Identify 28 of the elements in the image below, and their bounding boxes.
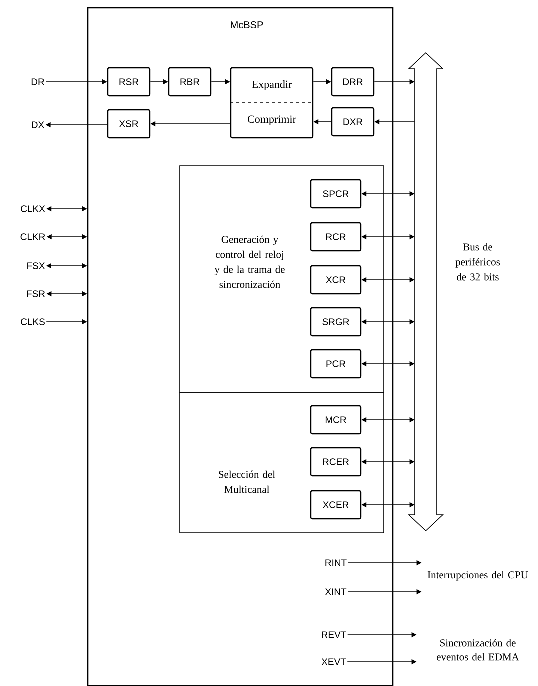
signal-label: RINT	[326, 560, 347, 566]
register-box: XCR	[310, 265, 362, 295]
register-box: MCR	[310, 405, 362, 435]
codec-box: Expandir Comprimir	[230, 67, 314, 139]
signal-label: DR	[32, 78, 44, 86]
register-box: XSR	[107, 109, 151, 139]
register-box: DXR	[331, 107, 375, 137]
register-box: PCR	[310, 349, 362, 379]
register-box: DRR	[331, 67, 375, 97]
signal-label: XINT	[325, 588, 347, 596]
signal-label: XEVT	[322, 658, 346, 666]
signal-label: CLKX	[21, 206, 46, 212]
register-box: XCER	[310, 490, 362, 520]
register-box: RCER	[310, 447, 362, 477]
signal-label: CLKS	[21, 318, 45, 326]
bus-label: Bus de periféricos de 32 bits	[456, 243, 500, 281]
destination-label: Interrupciones del CPU	[428, 571, 528, 581]
signal-label: REVT	[322, 632, 346, 638]
register-box: RBR	[168, 67, 212, 97]
signal-label: FSR	[27, 290, 46, 298]
register-box: RCR	[310, 222, 362, 252]
register-box: SPCR	[310, 179, 362, 209]
destination-label: Sincronización de eventos del EDMA	[437, 639, 520, 661]
signal-label: FSX	[28, 262, 46, 270]
signal-label: CLKR	[20, 234, 46, 240]
register-box: SRGR	[310, 307, 362, 337]
register-box: RSR	[107, 67, 151, 97]
signal-label: DX	[32, 122, 44, 128]
